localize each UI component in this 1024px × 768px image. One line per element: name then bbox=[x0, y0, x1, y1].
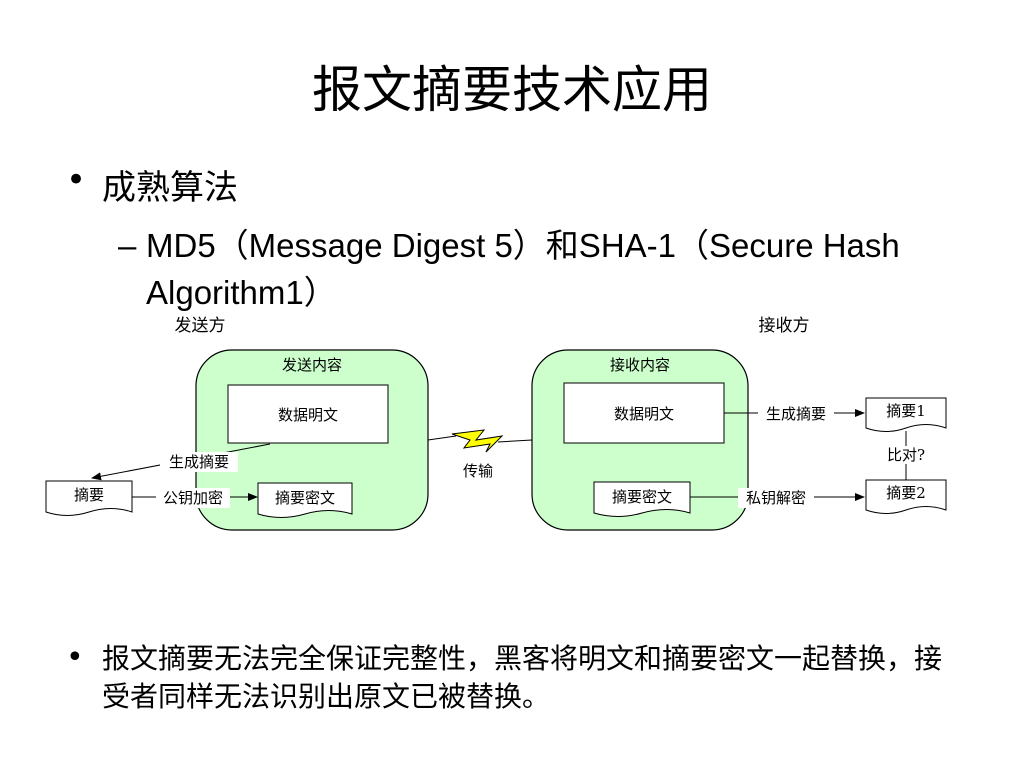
private-key-decrypt-label: 私钥解密 bbox=[746, 489, 806, 507]
sub-bullet-marker: – bbox=[118, 227, 137, 264]
transmit-label: 传输 bbox=[463, 462, 493, 480]
digest2-label: 摘要2 bbox=[886, 484, 926, 502]
bullet-marker: • bbox=[66, 640, 84, 675]
lightning-icon bbox=[451, 429, 504, 453]
transmit-line-left bbox=[427, 435, 457, 441]
digest2-doc bbox=[865, 479, 947, 514]
transmit-line-right bbox=[497, 439, 533, 443]
send-plaintext-label: 数据明文 bbox=[278, 406, 338, 424]
public-key-encrypt-label: 公钥加密 bbox=[163, 489, 223, 507]
receiver-label: 接收方 bbox=[759, 316, 810, 336]
recv-cipher-doc bbox=[593, 481, 691, 517]
recv-content-title: 接收内容 bbox=[610, 356, 670, 374]
digest-doc bbox=[45, 480, 133, 516]
send-content-title: 发送内容 bbox=[282, 356, 342, 374]
gen-digest-left-label: 生成摘要 bbox=[169, 453, 229, 471]
gen-digest-right-label: 生成摘要 bbox=[766, 405, 826, 423]
sub-bullet-text: MD5（Message Digest 5）和SHA-1（Secure Hash … bbox=[146, 227, 900, 311]
slide-title: 报文摘要技术应用 bbox=[312, 61, 712, 119]
send-plaintext-box bbox=[227, 384, 389, 444]
digest1-doc bbox=[865, 397, 947, 432]
compare-label: 比对? bbox=[887, 446, 925, 464]
digest-doc-label: 摘要 bbox=[74, 486, 104, 504]
send-cipher-label: 摘要密文 bbox=[275, 489, 335, 507]
bullet-text: 成熟算法 bbox=[102, 168, 238, 208]
recv-cipher-label: 摘要密文 bbox=[612, 488, 672, 506]
send-cipher-doc bbox=[257, 482, 353, 518]
recv-plaintext-box bbox=[563, 382, 725, 444]
sender-label: 发送方 bbox=[175, 316, 226, 336]
bullet-text: 报文摘要无法完全保证完整性，黑客将明文和摘要密文一起替换，接受者同样无法识别出原… bbox=[102, 642, 943, 713]
bullet-marker: • bbox=[66, 160, 87, 200]
digest1-label: 摘要1 bbox=[886, 402, 926, 420]
recv-plaintext-label: 数据明文 bbox=[614, 405, 674, 423]
